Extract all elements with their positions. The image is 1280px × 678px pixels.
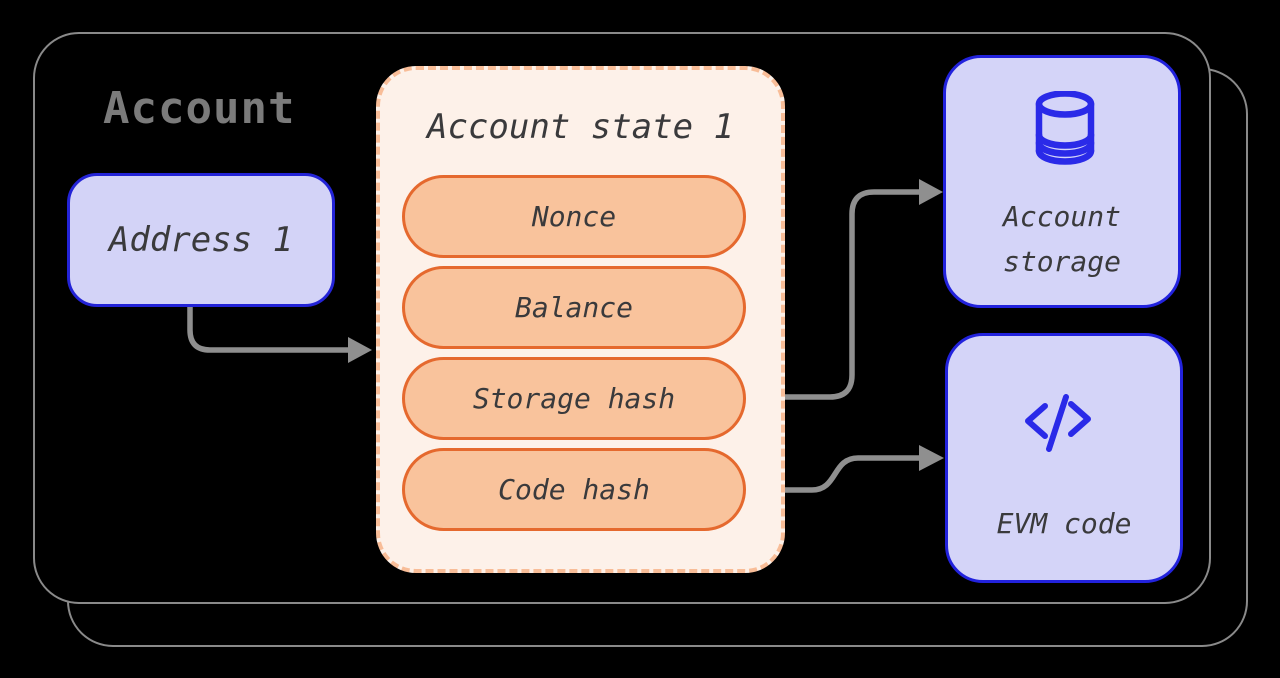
storage-hash-label: Storage hash (472, 382, 676, 415)
nonce-label: Nonce (531, 200, 617, 233)
state-field-nonce: Nonce (402, 175, 746, 258)
account-card-title: Account (103, 83, 296, 134)
code-hash-label: Code hash (498, 473, 650, 506)
account-storage-node: Account storage (943, 55, 1181, 308)
code-icon (1025, 394, 1091, 452)
address-label: Address 1 (108, 220, 294, 260)
state-field-code-hash: Code hash (402, 448, 746, 531)
database-icon (1035, 91, 1095, 165)
state-field-storage-hash: Storage hash (402, 357, 746, 440)
evm-code-node: EVM code (945, 333, 1183, 583)
balance-label: Balance (514, 291, 633, 324)
account-storage-label-line2: storage (1002, 245, 1121, 278)
state-field-balance: Balance (402, 266, 746, 349)
account-storage-label-line1: Account (1002, 200, 1121, 233)
address-node: Address 1 (67, 173, 335, 307)
evm-code-label: EVM code (996, 507, 1132, 540)
account-state-title: Account state 1 (426, 107, 735, 147)
account-storage-label: Account storage (946, 194, 1178, 284)
